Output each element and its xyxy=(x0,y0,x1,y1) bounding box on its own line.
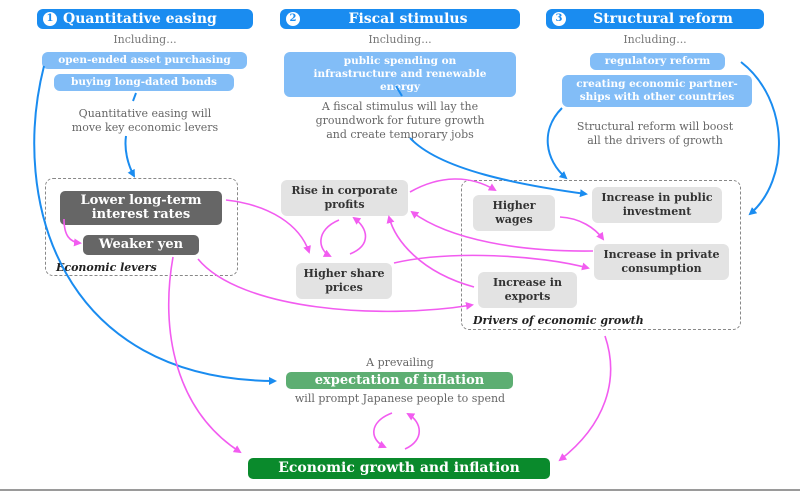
column-2-title: Fiscal stimulus xyxy=(348,11,468,27)
bottom-divider xyxy=(0,489,800,491)
number-1-icon: 1 xyxy=(43,12,57,26)
arrow-inflation-loop-down xyxy=(373,412,393,449)
reform-item-regulatory: regulatory reform xyxy=(590,53,725,70)
column-3-title: Structural reform xyxy=(593,11,733,27)
column-2-note: A fiscal stimulus will lay the groundwor… xyxy=(315,100,485,141)
inflation-pre-text: A prevailing xyxy=(366,356,434,369)
arrow-inflation-loop-up xyxy=(404,413,421,450)
economic-levers-label: Economic levers xyxy=(56,261,157,274)
outcome-growth-inflation: Economic growth and inflation xyxy=(248,458,550,479)
qe-item-asset-purchasing: open-ended asset purchasing xyxy=(42,52,247,69)
column-3-including: Including... xyxy=(623,33,687,46)
qe-item-long-dated-bonds: buying long-dated bonds xyxy=(54,74,234,91)
driver-higher-wages: Higher wages xyxy=(473,195,555,231)
lever-weaker-yen: Weaker yen xyxy=(83,235,199,255)
arrow-yen-to-outcome xyxy=(167,256,242,454)
lever-lower-interest-rates: Lower long-term interest rates xyxy=(60,191,222,225)
column-3-header: 3 Structural reform xyxy=(546,9,764,29)
connector-bonds-to-note xyxy=(132,92,137,102)
driver-private-consumption: Increase in private consumption xyxy=(594,244,729,280)
arrow-qe-note-to-levers xyxy=(124,135,135,178)
arrow-drivers-to-outcome xyxy=(558,335,612,462)
fiscal-item-public-spending: public spending on infrastructure and re… xyxy=(284,52,516,97)
column-3-note: Structural reform will boost all the dri… xyxy=(576,120,734,147)
column-1-header: 1 Quantitative easing xyxy=(37,9,253,29)
arrow-profits-to-shares-loop-a xyxy=(320,219,340,257)
driver-exports: Increase in exports xyxy=(478,272,577,308)
column-1-note: Quantitative easing will move key econom… xyxy=(71,107,219,134)
drivers-label: Drivers of economic growth xyxy=(473,314,644,327)
number-2-icon: 2 xyxy=(286,12,300,26)
node-corporate-profits: Rise in corporate profits xyxy=(281,180,408,216)
column-2-header: 2 Fiscal stimulus xyxy=(280,9,520,29)
node-higher-share-prices: Higher share prices xyxy=(296,263,392,299)
number-3-icon: 3 xyxy=(552,12,566,26)
inflation-expectation-box: expectation of inflation xyxy=(286,372,513,389)
column-2-including: Including... xyxy=(368,33,432,46)
column-1-title: Quantitative easing xyxy=(63,11,217,27)
driver-public-investment: Increase in public investment xyxy=(592,187,722,223)
column-1-including: Including... xyxy=(113,33,177,46)
arrow-shares-to-profits-loop-b xyxy=(349,216,367,255)
reform-item-partnerships: creating economic partner-ships with oth… xyxy=(562,75,752,107)
inflation-post-text: will prompt Japanese people to spend xyxy=(294,392,506,405)
